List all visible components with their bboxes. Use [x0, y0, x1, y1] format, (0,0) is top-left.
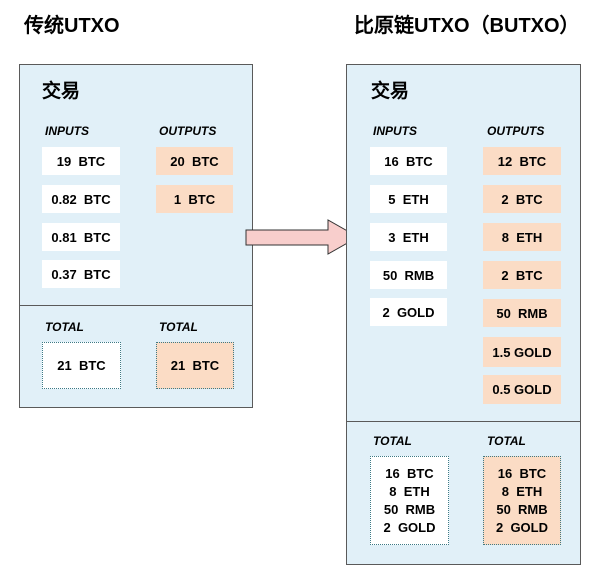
total-line: 50 RMB: [383, 501, 436, 517]
left-output-box: 20 BTC: [156, 147, 233, 175]
right-output-box: 12 BTC: [483, 147, 561, 175]
right-output-box: 50 RMB: [483, 299, 561, 327]
left-input-box: 0.82 BTC: [42, 185, 120, 213]
right-total-outputs-box: 16 BTC 8 ETH 50 RMB 2 GOLD: [483, 456, 561, 545]
right-output-box: 2 BTC: [483, 185, 561, 213]
right-input-box: 2 GOLD: [370, 298, 447, 326]
right-input-box: 5 ETH: [370, 185, 447, 213]
left-output-box: 1 BTC: [156, 185, 233, 213]
left-total-outputs-label: TOTAL: [159, 320, 198, 334]
total-line: 21 BTC: [57, 357, 106, 373]
right-output-box: 1.5 GOLD: [483, 337, 561, 367]
right-outputs-label: OUTPUTS: [487, 124, 545, 138]
right-arrow-icon: [245, 219, 360, 255]
total-line: 8 ETH: [389, 483, 430, 499]
right-input-box: 50 RMB: [370, 261, 447, 289]
left-total-inputs-box: 21 BTC: [42, 342, 121, 389]
total-line: 16 BTC: [385, 465, 434, 481]
left-input-box: 0.81 BTC: [42, 223, 120, 251]
right-panel-divider: [346, 421, 581, 422]
right-total-inputs-box: 16 BTC 8 ETH 50 RMB 2 GOLD: [370, 456, 449, 545]
left-inputs-label: INPUTS: [45, 124, 90, 138]
right-diagram-title: 比原链UTXO（BUTXO）: [354, 15, 580, 37]
right-input-box: 16 BTC: [370, 147, 447, 175]
left-panel-heading: 交易: [42, 81, 81, 102]
right-inputs-label: INPUTS: [373, 124, 418, 138]
left-input-box: 0.37 BTC: [42, 260, 120, 288]
right-total-inputs-label: TOTAL: [373, 434, 412, 448]
total-line: 50 RMB: [496, 501, 548, 517]
right-input-box: 3 ETH: [370, 223, 447, 251]
right-panel-heading: 交易: [371, 81, 410, 102]
right-output-box: 0.5 GOLD: [483, 375, 561, 404]
left-total-inputs-label: TOTAL: [45, 320, 84, 334]
total-line: 2 GOLD: [495, 519, 548, 535]
right-output-box: 2 BTC: [483, 261, 561, 289]
right-output-box: 8 ETH: [483, 223, 561, 251]
left-input-box: 19 BTC: [42, 147, 120, 175]
left-panel-divider: [19, 305, 253, 306]
total-line: 8 ETH: [501, 483, 543, 499]
total-line: 2 GOLD: [383, 519, 436, 535]
total-line: 16 BTC: [497, 465, 547, 481]
total-line: 21 BTC: [170, 357, 220, 373]
left-outputs-label: OUTPUTS: [159, 124, 217, 138]
right-total-outputs-label: TOTAL: [487, 434, 526, 448]
left-diagram-title: 传统UTXO: [24, 15, 120, 37]
left-total-outputs-box: 21 BTC: [156, 342, 234, 389]
